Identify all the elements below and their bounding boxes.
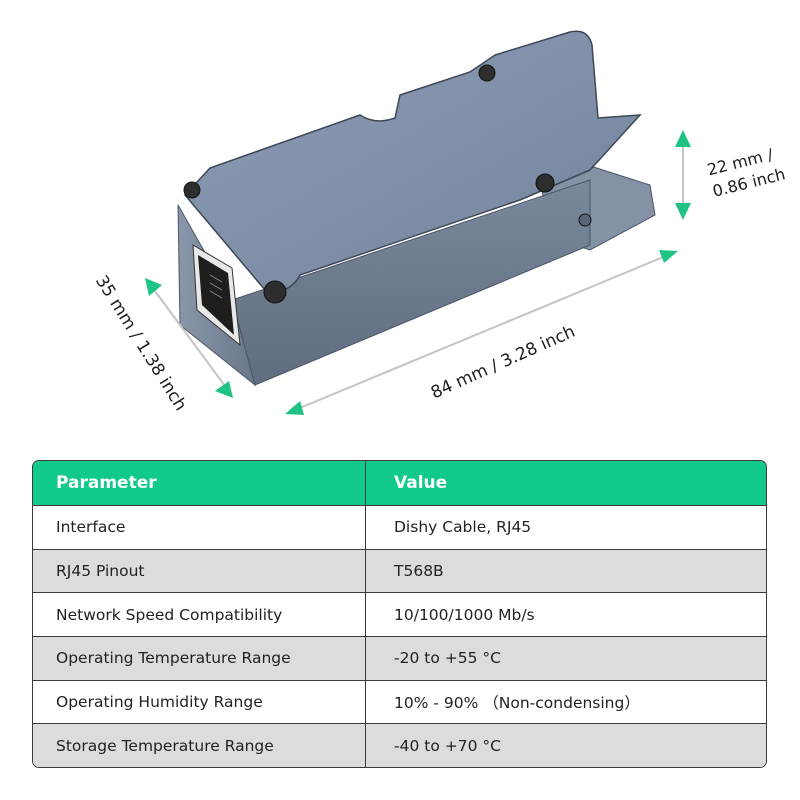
product-illustration: 22 mm / 0.86 inch 35 mm / 1.38 inch 84 m… (91, 30, 787, 415)
table-row: Operating Humidity Range 10% - 90% （Non-… (33, 679, 766, 724)
value-cell: T568B (394, 562, 444, 581)
parameter-cell: Interface (33, 506, 366, 549)
table-row: Operating Temperature Range -20 to +55 °… (33, 636, 766, 680)
parameter-cell: Operating Humidity Range (33, 680, 366, 724)
device-top-lid (183, 30, 642, 292)
column-header-parameter: Parameter (33, 461, 366, 505)
parameter-cell: RJ45 Pinout (33, 549, 366, 593)
rj45-port-icon (192, 244, 241, 347)
table-header-row: Parameter Value (33, 461, 766, 505)
table-row: Interface Dishy Cable, RJ45 (33, 505, 766, 549)
value-cell: Dishy Cable, RJ45 (394, 518, 532, 537)
width-dimension-arrow (294, 254, 669, 411)
value-cell: -40 to +70 °C (394, 736, 501, 755)
value-cell: 10/100/1000 Mb/s (394, 605, 535, 624)
parameter-cell: Operating Temperature Range (33, 637, 366, 680)
table-row: RJ45 Pinout T568B (33, 548, 766, 593)
specification-table: Parameter Value Interface Dishy Cable, R… (32, 460, 767, 769)
parameter-cell: Storage Temperature Range (33, 724, 366, 768)
parameter-cell: Network Speed Compatibility (33, 593, 366, 637)
table-row: Storage Temperature Range -40 to +70 °C (33, 723, 766, 768)
table-row: Network Speed Compatibility 10/100/1000 … (33, 592, 766, 637)
device-render (145, 30, 691, 415)
depth-dimension-arrow (151, 286, 229, 391)
value-cell: -20 to +55 °C (394, 649, 501, 668)
value-cell: 10% - 90% （Non-condensing） (394, 694, 640, 713)
column-header-value: Value (394, 473, 448, 493)
screw-icons (183, 64, 592, 304)
